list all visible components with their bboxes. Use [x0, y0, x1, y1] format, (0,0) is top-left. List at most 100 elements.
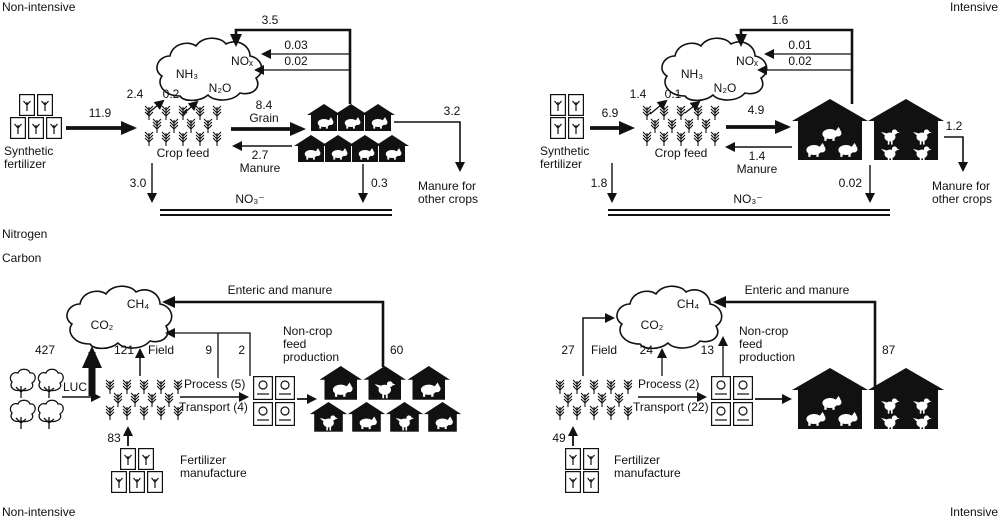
- value-fertilizer-input: 11.9: [89, 106, 112, 120]
- value-nox-emission: 0.01: [788, 38, 812, 52]
- crop-field-icon: [556, 380, 632, 420]
- chicken-house-icon: [868, 99, 944, 162]
- chicken-house-icon: [386, 402, 423, 432]
- crop-field-icon: [106, 380, 182, 420]
- value-animal-leaching: 0.02: [839, 176, 863, 190]
- label-nitrogen: Nitrogen: [2, 227, 47, 241]
- label-manure-return: Manure: [737, 162, 778, 176]
- label-fertilizer-manufacture-1: Fertilizer: [180, 453, 226, 467]
- pig-house-icon: [361, 104, 395, 131]
- value-manure-return: 2.7: [252, 148, 269, 162]
- animal-houses-icon: [294, 104, 409, 162]
- feed-bags-icon: [710, 376, 754, 426]
- gas-ch4-label: CH₄: [127, 297, 149, 311]
- value-crop-nh3: 2.4: [127, 87, 144, 101]
- label-manure-other-crops-2: other crops: [932, 192, 992, 206]
- value-grain: 4.9: [748, 103, 765, 117]
- label-fertilizer-manufacture-2: manufacture: [614, 466, 681, 480]
- value-process-emission: 9: [205, 343, 212, 357]
- chicken-house-icon: [310, 402, 347, 432]
- value-manure-return: 1.4: [749, 149, 766, 163]
- trees-icon: [9, 368, 64, 430]
- arrow-enteric-manure: [713, 296, 877, 388]
- pig-house-icon: [307, 104, 341, 131]
- value-manure-export: 3.2: [444, 104, 461, 118]
- label-enteric-manure: Enteric and manure: [745, 283, 850, 297]
- pig-house-icon: [424, 402, 461, 432]
- arrow-crop-nh3: [649, 99, 668, 115]
- fertilizer-boxes-icon: [564, 448, 600, 493]
- atmosphere-cloud-icon: [616, 285, 723, 350]
- gas-n2o-label: N₂O: [714, 81, 737, 95]
- value-field-emission: 27: [561, 343, 575, 357]
- label-system-bottom-left: Non-intensive: [2, 505, 76, 519]
- panel-nitrogen-non-intensive: Non-intensive NH₃ NOₓ N₂O 3.5 0.03 0.02 …: [2, 0, 478, 241]
- value-process-emission: 24: [640, 343, 654, 357]
- chicken-house-icon: [868, 368, 944, 431]
- gas-co2-label: CO₂: [91, 318, 114, 332]
- value-fertilizer-input: 6.9: [602, 106, 619, 120]
- arrow-manure-export: [944, 136, 968, 172]
- value-noncrop-feed-emission: 13: [701, 343, 715, 357]
- label-synthetic-fertilizer-2: fertilizer: [4, 157, 46, 171]
- crop-feed-icon: [145, 106, 221, 146]
- value-fertilizer-manufacture: 49: [552, 431, 566, 445]
- label-crop-feed: Crop feed: [157, 146, 210, 160]
- label-system-bottom-right: Intensive: [950, 505, 998, 519]
- arrow-field-emission: [582, 313, 615, 376]
- label-field: Field: [591, 343, 617, 357]
- value-grain: 8.4: [256, 98, 273, 112]
- gas-nox-label: NOₓ: [736, 54, 758, 68]
- gas-co2-label: CO₂: [641, 318, 664, 332]
- label-transport: Transport (4): [179, 400, 248, 414]
- value-luc-emission: 427: [35, 343, 55, 357]
- pig-house-icon: [375, 135, 409, 162]
- gas-ch4-label: CH₄: [677, 297, 699, 311]
- value-crop-nh3: 1.4: [630, 87, 647, 101]
- label-crop-feed: Crop feed: [655, 146, 708, 160]
- arrow-crop-n2o: [182, 100, 199, 115]
- panel-nitrogen-intensive: Intensive NH₃ NOₓ N₂O 1.6 0.01 0.02 1.4 …: [540, 0, 998, 216]
- label-noncrop-2: feed: [739, 337, 762, 351]
- arrow-manure-export: [394, 121, 465, 172]
- value-manure-export: 1.2: [946, 119, 963, 133]
- animal-houses-icon: [310, 366, 461, 432]
- label-synthetic-fertilizer-1: Synthetic: [540, 144, 589, 158]
- label-fertilizer-manufacture-2: manufacture: [180, 466, 247, 480]
- value-field-emission: 121: [114, 343, 134, 357]
- gas-nox-label: NOₓ: [231, 54, 253, 68]
- label-process: Process (5): [184, 377, 245, 391]
- pig-house-icon: [321, 135, 355, 162]
- label-no3: NO₃⁻: [235, 192, 264, 206]
- arrow-animals-to-atmosphere: [230, 28, 352, 104]
- pig-house-icon: [294, 135, 328, 162]
- value-n2o-emission: 0.02: [788, 54, 812, 68]
- value-animal-emission: 87: [882, 343, 896, 357]
- synthetic-fertilizer-icon: [549, 93, 585, 139]
- label-field: Field: [148, 343, 174, 357]
- label-grain: Grain: [249, 111, 278, 125]
- gas-nh3-label: NH₃: [176, 67, 198, 81]
- value-noncrop-feed-emission: 2: [238, 343, 245, 357]
- label-noncrop-3: production: [283, 350, 339, 364]
- pig-house-icon: [320, 366, 363, 400]
- label-manure-other-crops-1: Manure for: [932, 179, 990, 193]
- value-animals-to-atmosphere: 1.6: [772, 13, 789, 27]
- label-process: Process (2): [638, 377, 699, 391]
- label-manure-other-crops-1: Manure for: [418, 179, 476, 193]
- label-synthetic-fertilizer-2: fertilizer: [540, 157, 582, 171]
- label-fertilizer-manufacture-1: Fertilizer: [614, 453, 660, 467]
- label-noncrop-1: Non-crop: [283, 324, 333, 338]
- gas-nh3-label: NH₃: [681, 67, 703, 81]
- value-fertilizer-manufacture: 83: [107, 431, 121, 445]
- label-synthetic-fertilizer-1: Synthetic: [4, 144, 53, 158]
- feed-bags-icon: [253, 376, 295, 426]
- label-system-top-left: Non-intensive: [2, 0, 76, 14]
- gas-n2o-label: N₂O: [209, 81, 232, 95]
- arrow-enteric-manure: [162, 296, 385, 367]
- label-noncrop-3: production: [739, 350, 795, 364]
- value-crop-n2o: 0.1: [665, 87, 682, 101]
- crop-feed-icon: [643, 106, 719, 146]
